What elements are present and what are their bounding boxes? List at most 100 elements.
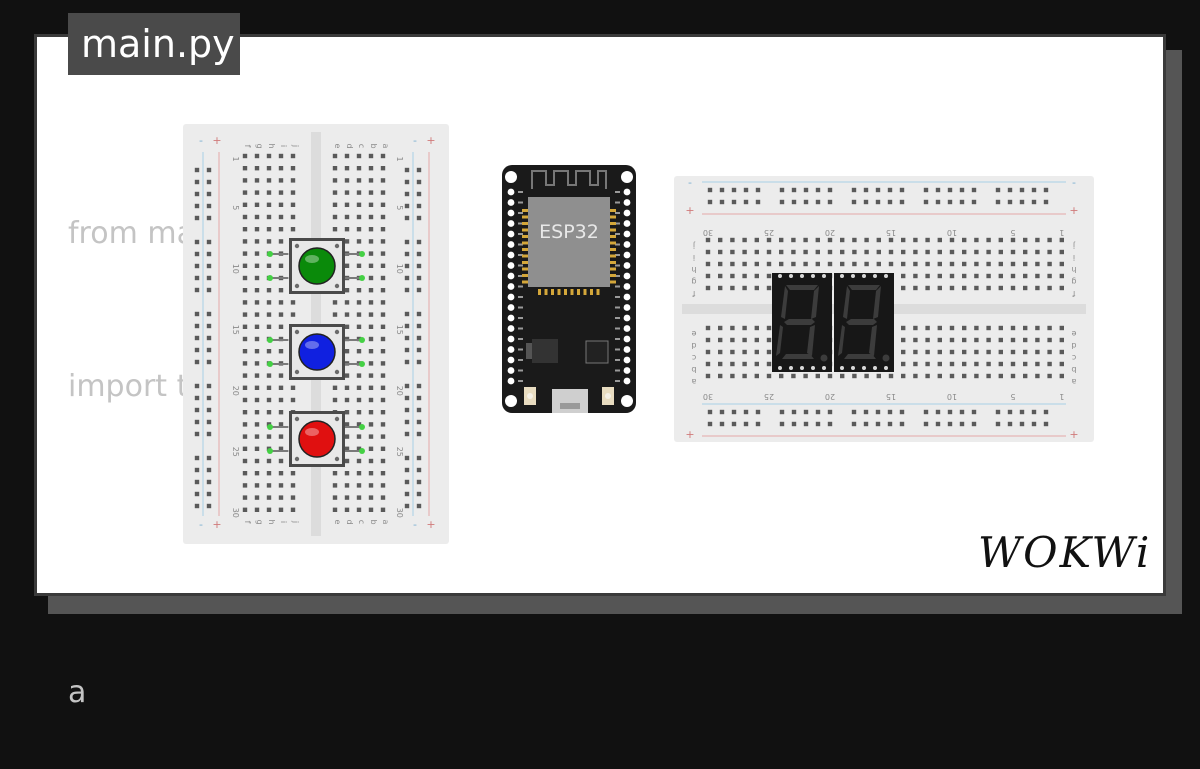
rail-hole: [404, 311, 410, 317]
hole: [705, 285, 711, 291]
pin-hole: [623, 356, 631, 364]
hole: [266, 214, 272, 220]
module-pad: [551, 289, 554, 295]
hole: [344, 471, 350, 476]
pin-label: [518, 369, 523, 372]
hole: [278, 178, 284, 183]
hole: [974, 361, 979, 367]
hole: [1023, 349, 1028, 355]
col-label: i: [279, 521, 288, 523]
hole: [1059, 325, 1064, 331]
rail-hole: [194, 359, 200, 365]
hole: [998, 361, 1003, 367]
rail-hole: [899, 409, 905, 415]
pin-label: [518, 275, 523, 277]
hole: [368, 214, 374, 220]
hole: [290, 471, 296, 476]
rail-hole: [194, 239, 200, 245]
rail-hole: [1031, 409, 1037, 415]
row-number: 1: [395, 156, 404, 161]
rail-hole: [194, 395, 200, 401]
hole: [1035, 261, 1040, 267]
rail-polarity-label: -: [413, 518, 417, 531]
col-number: 25: [764, 392, 774, 401]
hole: [290, 507, 296, 512]
hole: [380, 153, 386, 159]
pin-label: [518, 233, 523, 235]
hole: [827, 237, 833, 243]
pin-hole: [623, 209, 631, 217]
hole: [779, 249, 784, 255]
hole: [278, 349, 284, 354]
hole: [705, 261, 711, 267]
rail-hole: [875, 421, 881, 427]
hole: [254, 251, 260, 256]
rail-hole: [206, 311, 212, 317]
rail-hole: [743, 187, 749, 193]
row-label: h: [691, 265, 696, 274]
hole: [754, 349, 759, 355]
esp32-board[interactable]: ESP32: [502, 165, 636, 413]
hole: [368, 178, 374, 183]
button-corner: [334, 329, 340, 335]
hole: [888, 249, 894, 255]
hole: [949, 373, 955, 379]
segment: [786, 285, 818, 290]
module-pad: [610, 254, 616, 258]
file-tab[interactable]: main.py: [68, 13, 240, 75]
rail-hole: [803, 421, 809, 427]
hole: [1010, 337, 1016, 343]
hole: [278, 190, 284, 195]
row-label: a: [1071, 377, 1076, 386]
rail-hole: [1019, 409, 1025, 415]
rail-hole: [731, 199, 737, 205]
hole: [242, 324, 248, 329]
hole: [925, 285, 930, 291]
hole: [356, 312, 362, 317]
hole: [380, 251, 386, 256]
col-label: e: [333, 520, 342, 525]
rail-hole: [935, 187, 941, 193]
rail-hole: [779, 421, 785, 427]
hole: [242, 434, 248, 439]
hole: [1010, 325, 1016, 331]
hole: [254, 349, 260, 354]
hole: [242, 288, 248, 293]
pin-label: [518, 317, 523, 319]
hole: [278, 300, 284, 305]
pin-label: [615, 254, 620, 256]
hole: [730, 361, 735, 367]
module-pad: [610, 280, 616, 284]
hole: [380, 324, 386, 329]
red-button-cap: [298, 420, 336, 458]
hole: [290, 153, 296, 159]
usb-uart-chip: [585, 340, 609, 364]
hole: [344, 397, 350, 403]
rail-hole: [404, 251, 410, 257]
pin-hole: [507, 230, 515, 238]
hole: [974, 237, 979, 243]
hole: [356, 178, 362, 183]
module-pad: [538, 289, 541, 295]
rail-polarity-label: -: [199, 134, 203, 147]
hole: [344, 288, 350, 293]
hole: [368, 446, 374, 451]
pin-hole: [623, 377, 631, 385]
pin-label: [615, 296, 620, 298]
hole: [266, 373, 272, 378]
hole: [368, 397, 374, 403]
segment: [807, 325, 815, 356]
display-pin: [851, 274, 855, 278]
rail-hole: [707, 199, 713, 205]
hole: [254, 373, 260, 378]
hole: [380, 483, 386, 488]
hole: [1035, 373, 1040, 379]
hole: [266, 507, 272, 512]
hole: [368, 483, 374, 488]
module-pad: [610, 228, 616, 232]
rail-hole: [755, 199, 761, 205]
hole: [815, 261, 820, 267]
pin-label: [615, 191, 620, 193]
hole: [1023, 261, 1028, 267]
